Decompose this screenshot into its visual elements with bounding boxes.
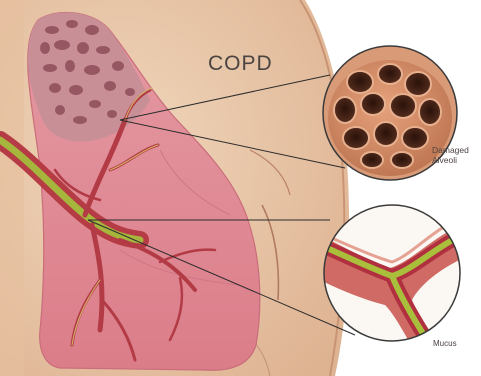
diagram-title: COPD (208, 52, 273, 76)
mucus-label: Mucus (433, 339, 457, 348)
damaged-alveoli-label: Damaged Alveoli (432, 145, 469, 165)
magnified-airway-circle (320, 205, 470, 360)
damaged-alveoli-label-line2: Alveoli (432, 155, 469, 165)
damaged-alveoli-label-line1: Damaged (432, 145, 469, 155)
